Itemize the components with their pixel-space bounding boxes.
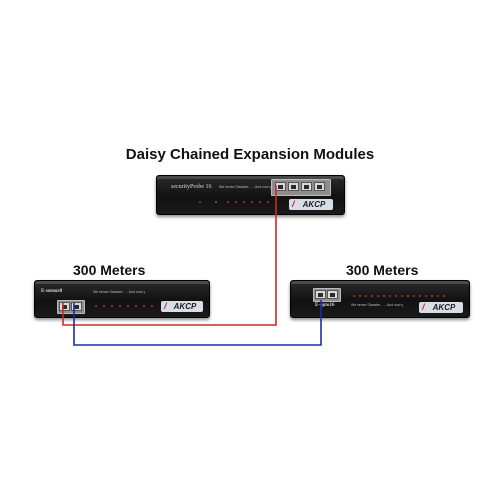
status-led	[359, 295, 361, 297]
red-cable	[62, 185, 277, 326]
logo-text: AKCP	[302, 200, 326, 209]
status-led	[251, 201, 253, 203]
status-led	[431, 295, 433, 297]
status-led	[235, 201, 237, 203]
status-led	[419, 295, 421, 297]
akcp-logo: / AKCP	[289, 199, 333, 210]
status-led	[95, 305, 97, 307]
status-led	[127, 305, 129, 307]
left-distance-label: 300 Meters	[73, 262, 146, 278]
akcp-logo: / AKCP	[419, 302, 463, 313]
status-led	[259, 201, 261, 203]
status-led	[401, 295, 403, 297]
logo-swoosh-icon: /	[292, 199, 295, 209]
port-group	[271, 179, 331, 196]
status-led	[199, 201, 201, 203]
model-name: securityProbe 16	[171, 184, 212, 190]
ethernet-port-in[interactable]	[315, 290, 326, 299]
model-name: E-sensor8	[41, 289, 63, 294]
tagline: We sense Disaster... ...And now you are …	[93, 290, 145, 294]
status-led	[103, 305, 105, 307]
securityprobe-unit: securityProbe 16 We sense Disaster... ..…	[156, 175, 345, 215]
status-led	[443, 295, 445, 297]
status-led	[111, 305, 113, 307]
status-led	[365, 295, 367, 297]
port-group	[57, 300, 85, 314]
status-led	[389, 295, 391, 297]
status-led	[383, 295, 385, 297]
status-led	[243, 201, 245, 203]
logo-swoosh-icon: /	[164, 301, 167, 311]
ethernet-port-in[interactable]	[59, 302, 70, 311]
status-led	[135, 305, 137, 307]
e-sensor8-unit: E-sensor8 We sense Disaster... ...And no…	[34, 280, 210, 318]
status-led	[413, 295, 415, 297]
logo-text: AKCP	[432, 303, 456, 312]
logo-text: AKCP	[173, 302, 197, 311]
status-led	[371, 295, 373, 297]
status-led	[437, 295, 439, 297]
tagline: We sense Disaster... ...And now you are …	[219, 185, 271, 189]
status-led	[353, 295, 355, 297]
ethernet-port-out[interactable]	[71, 302, 82, 311]
status-led	[151, 305, 153, 307]
right-distance-label: 300 Meters	[346, 262, 419, 278]
ethernet-port-3[interactable]	[301, 182, 312, 191]
diagram-title: Daisy Chained Expansion Modules	[125, 146, 375, 163]
status-led	[377, 295, 379, 297]
ethernet-port-out[interactable]	[327, 290, 338, 299]
port-group	[313, 288, 341, 302]
status-led	[119, 305, 121, 307]
ethernet-port-2[interactable]	[288, 182, 299, 191]
status-led	[425, 295, 427, 297]
akcp-logo: / AKCP	[161, 301, 203, 312]
status-led	[143, 305, 145, 307]
logo-swoosh-icon: /	[422, 302, 425, 312]
blue-cable	[73, 300, 322, 346]
status-led	[407, 295, 409, 297]
status-led	[267, 201, 269, 203]
status-led	[227, 201, 229, 203]
model-name: E-opto16	[315, 303, 335, 308]
tagline: We sense Disaster... ...And now you are …	[351, 303, 403, 307]
e-opto16-unit: E-opto16 We sense Disaster... ...And now…	[290, 280, 470, 318]
ethernet-port-4[interactable]	[314, 182, 325, 191]
status-led	[395, 295, 397, 297]
status-led	[215, 201, 217, 203]
